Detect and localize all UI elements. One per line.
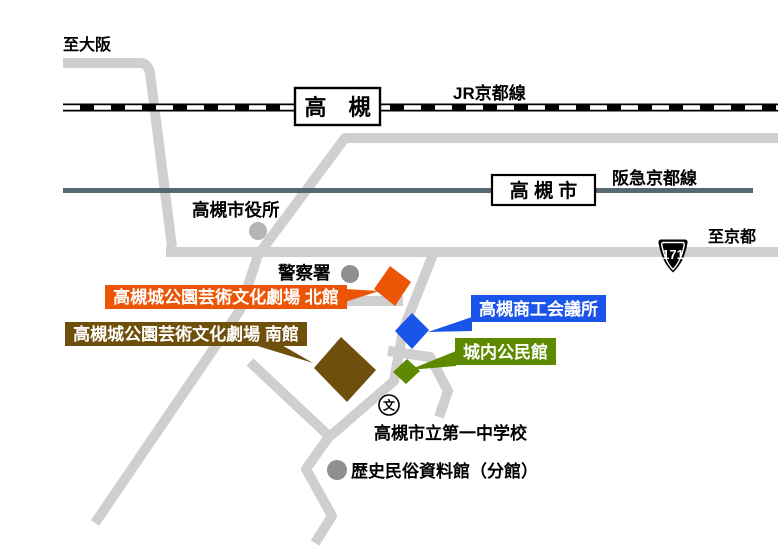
- theatre-north-pointer: [345, 289, 379, 302]
- community-label: 城内公民館: [463, 342, 548, 362]
- theatre-south-label: 高槻城公園芸術文化劇場 南館: [73, 324, 299, 344]
- school-mark-char: 文: [383, 398, 396, 413]
- community-callout: 城内公民館: [455, 338, 556, 365]
- chamber-callout: 高槻商工会議所: [471, 295, 606, 322]
- road-east-of-community: [387, 346, 453, 419]
- hankyu-line-label: 阪急京都線: [612, 168, 697, 188]
- city-hall-marker: [249, 222, 267, 240]
- chamber-building: [395, 313, 429, 349]
- route-171-badge: 171: [658, 239, 688, 273]
- police-label: 警察署: [277, 263, 331, 283]
- route-171-number: 171: [662, 247, 684, 262]
- school-mark-icon: 文: [378, 394, 400, 416]
- route-badge-shield: [658, 239, 688, 273]
- school-label: 高槻市立第一中学校: [374, 423, 528, 443]
- theatre-north-label: 高槻城公園芸術文化劇場 北館: [113, 287, 339, 307]
- to-kyoto-label: 至京都: [708, 227, 756, 246]
- chamber-pointer: [428, 317, 472, 332]
- theatre-north-building: [374, 266, 411, 306]
- museum-label: 歴史民俗資料館（分館）: [351, 461, 538, 481]
- police-marker: [341, 265, 359, 283]
- museum-marker: [327, 460, 347, 480]
- to-osaka-label: 至大阪: [63, 35, 112, 54]
- road-northwest: [63, 58, 177, 248]
- school-mark-circle: [378, 394, 400, 416]
- community-label-box: [455, 338, 556, 365]
- hankyu-station-label: 高 槻 市: [510, 179, 578, 202]
- community-building: [393, 359, 420, 384]
- route-badge-inner-ring: [661, 241, 685, 271]
- theatre-north-callout: 高槻城公園芸術文化劇場 北館: [105, 285, 347, 309]
- city-hall-label: 高槻市役所: [192, 200, 280, 220]
- road-branch-west: [246, 358, 334, 441]
- theatre-north-label-box: [105, 285, 347, 309]
- jr-station-rect: [293, 86, 382, 127]
- hankyu-station-rect: [490, 173, 597, 207]
- jr-station-label: 高 槻: [304, 95, 370, 120]
- hankyu-station-box: 高 槻 市: [490, 173, 597, 207]
- theatre-south-callout: 高槻城公園芸術文化劇場 南館: [65, 322, 307, 346]
- jr-station-box: 高 槻: [293, 86, 382, 127]
- road-east-diagonal: [90, 133, 778, 526]
- chamber-label: 高槻商工会議所: [479, 299, 598, 319]
- chamber-label-box: [471, 295, 606, 322]
- jr-line-label: JR京都線: [453, 83, 526, 103]
- theatre-south-building: [314, 337, 376, 402]
- theatre-south-pointer: [251, 344, 313, 363]
- community-pointer: [409, 351, 456, 370]
- theatre-south-label-box: [65, 322, 307, 346]
